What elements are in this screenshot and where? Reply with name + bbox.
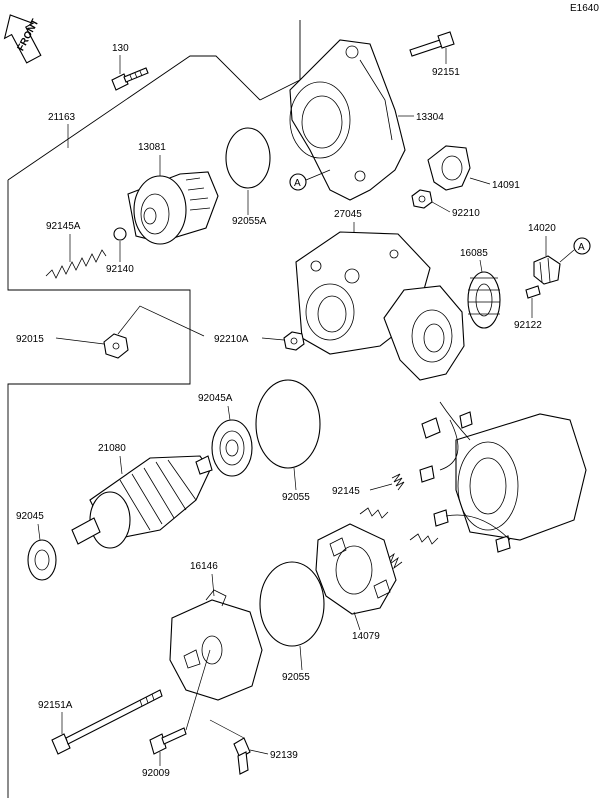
leader-92009-cover <box>185 649 211 731</box>
pinion-clutch-13081[interactable] <box>127 171 219 245</box>
ball-92140[interactable] <box>113 227 127 241</box>
svg-text:A: A <box>294 178 301 189</box>
label-21080: 21080 <box>98 443 126 454</box>
leader-16085 <box>479 259 483 273</box>
o-ring-92055A[interactable] <box>225 127 271 189</box>
screw-92009[interactable] <box>149 727 187 755</box>
front-housing-13304[interactable] <box>289 39 406 201</box>
leader-ref-a-upper <box>305 169 331 181</box>
label-92045A: 92045A <box>198 393 233 404</box>
label-14079: 14079 <box>352 631 380 642</box>
bolt-130[interactable] <box>111 67 149 91</box>
rear-bracket[interactable] <box>383 285 465 381</box>
leader-92045A <box>227 405 231 421</box>
label-92139: 92139 <box>270 750 298 761</box>
diagram-code: E1640 <box>570 3 599 14</box>
leader-92139 <box>249 749 269 755</box>
ref-mark-a-right: A <box>573 237 591 255</box>
leader-92015 <box>55 337 105 345</box>
label-21163: 21163 <box>48 112 76 123</box>
label-130: 130 <box>112 43 129 54</box>
label-92140: 92140 <box>106 264 134 275</box>
group-frame-left <box>7 180 191 798</box>
label-92009: 92009 <box>142 768 170 779</box>
bearing-92045[interactable] <box>27 539 57 581</box>
label-92122: 92122 <box>514 320 542 331</box>
label-92151: 92151 <box>432 67 460 78</box>
nut-92210[interactable] <box>411 189 433 209</box>
label-92045: 92045 <box>16 511 44 522</box>
group-frame-upper <box>7 55 261 181</box>
yoke-field-coil[interactable] <box>419 401 587 553</box>
leader-92015-group <box>117 305 205 337</box>
label-14091: 14091 <box>492 180 520 191</box>
springs-92145[interactable] <box>359 473 439 570</box>
end-cover-16146[interactable] <box>169 589 263 701</box>
armature-21080[interactable] <box>71 455 213 549</box>
nut-92210A[interactable] <box>283 331 305 351</box>
label-92055A: 92055A <box>232 216 267 227</box>
brush-holder-14079[interactable] <box>315 523 397 615</box>
cover-14091[interactable] <box>427 145 471 191</box>
leader-92045 <box>37 523 41 541</box>
cap-14020[interactable] <box>533 255 561 285</box>
label-13304: 13304 <box>416 112 444 123</box>
pin-92122[interactable] <box>525 285 541 299</box>
ref-mark-a-upper: A <box>289 173 307 191</box>
label-13081: 13081 <box>138 142 166 153</box>
leader-92210 <box>431 201 451 213</box>
bearing-92045A[interactable] <box>211 419 253 477</box>
leader-92210A <box>261 337 285 341</box>
label-92055: 92055 <box>282 492 310 503</box>
leader-ref-a-right <box>559 249 575 263</box>
leader-92139-cover <box>209 719 245 739</box>
label-27045: 27045 <box>334 209 362 220</box>
o-ring-92055[interactable] <box>255 379 321 469</box>
svg-text:A: A <box>578 242 585 253</box>
label-92015: 92015 <box>16 334 44 345</box>
bolt-92139[interactable] <box>233 737 251 775</box>
plug-92015[interactable] <box>103 333 129 359</box>
label-92151A: 92151A <box>38 700 73 711</box>
leader-92055 <box>293 467 297 491</box>
label-92055-lower: 92055 <box>282 672 310 683</box>
label-92145: 92145 <box>332 486 360 497</box>
bolt-92151[interactable] <box>409 31 455 57</box>
label-92210: 92210 <box>452 208 480 219</box>
label-16146: 16146 <box>190 561 218 572</box>
o-ring-92055-lower[interactable] <box>259 561 325 647</box>
leader-14091 <box>469 177 491 185</box>
leader-92055-lower <box>299 645 303 671</box>
spring-92145A[interactable] <box>45 249 107 279</box>
leader-92145 <box>369 483 393 491</box>
label-92145A: 92145A <box>46 221 81 232</box>
leader-21080 <box>119 455 123 475</box>
front-direction-arrow: FRONT <box>3 14 42 64</box>
leader-14079 <box>353 611 361 631</box>
leader-16146 <box>211 573 215 597</box>
idle-gear-16085[interactable] <box>467 271 501 329</box>
through-bolt-92151A[interactable] <box>51 689 163 755</box>
label-92210A: 92210A <box>214 334 249 345</box>
label-14020: 14020 <box>528 223 556 234</box>
label-16085: 16085 <box>460 248 488 259</box>
